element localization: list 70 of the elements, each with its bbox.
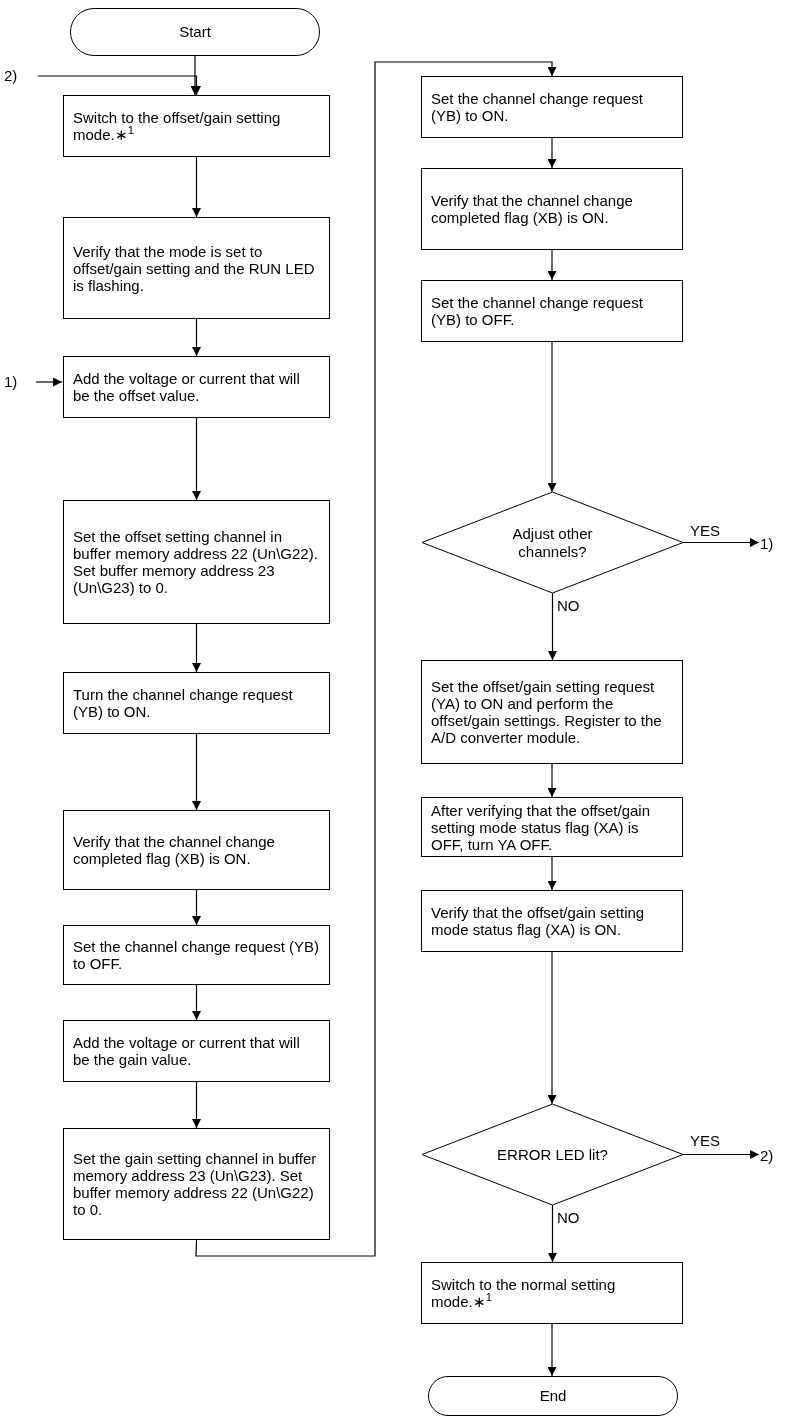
process-box <box>421 76 683 138</box>
arrow <box>547 951 557 1105</box>
arrow <box>192 623 201 673</box>
arrow <box>192 733 201 811</box>
step-text: Add the voltage or current that will be the gain value. <box>73 1034 301 1068</box>
arrow <box>547 763 557 798</box>
process-box <box>421 797 683 857</box>
process-box <box>63 1128 330 1240</box>
edge-label: YES <box>690 1132 720 1150</box>
connector-label: 1) <box>4 372 18 392</box>
connector-label: 1) <box>760 534 774 554</box>
arrow <box>547 341 557 493</box>
arrow <box>548 592 557 661</box>
process-box <box>421 1262 683 1324</box>
arrow <box>192 417 201 501</box>
step-text: Adjust other channels? <box>511 524 594 561</box>
process-box <box>421 660 683 764</box>
arrow <box>547 856 557 891</box>
arrow <box>682 538 760 547</box>
step-text: Set the channel change request (YB) to OFF. <box>73 938 320 972</box>
step-text: Verify that the offset/gain setting mode status flag (XA) is ON. <box>431 904 646 938</box>
arrow <box>192 889 201 926</box>
decision-diamond <box>422 1104 683 1205</box>
edge-label: YES <box>690 522 720 540</box>
edge-label: NO <box>557 597 580 615</box>
step-text: End <box>539 1385 567 1406</box>
arrow <box>192 1081 201 1129</box>
arrow <box>192 156 201 218</box>
step-text: Verify that the mode is set to offset/gain setting and the RUN LED is flashing. <box>73 242 316 294</box>
step-text: Switch to the normal setting mode.∗$^{1}$ <box>431 1276 617 1310</box>
arrow <box>192 984 201 1021</box>
process-box <box>63 1020 330 1082</box>
decision-diamond <box>422 492 683 593</box>
process-box <box>421 168 683 250</box>
step-text: Set the channel change request (YB) to ON. <box>431 90 644 124</box>
arrow <box>682 1150 760 1159</box>
process-box <box>63 925 330 985</box>
arrow <box>37 75 201 96</box>
process-box <box>63 810 330 890</box>
arrow <box>547 137 557 169</box>
step-text: Set the gain setting channel in buffer memory address 23 (Un\G23). Set buffer memory address 22 (Un\G22) to 0. <box>73 1150 318 1218</box>
arrow <box>547 1323 557 1377</box>
step-text: After verifying that the offset/gain setting mode status flag (XA) is OFF, turn YA OFF. <box>431 801 652 853</box>
step-text: Set the channel change request (YB) to OFF. <box>431 294 644 328</box>
connector-label: 2) <box>4 66 18 86</box>
process-box <box>421 280 683 342</box>
step-text: Switch to the offset/gain setting mode.∗$^{1}$ <box>73 109 282 143</box>
terminal-box <box>70 8 320 56</box>
step-text: ERROR LED lit? <box>497 1145 608 1164</box>
arrow <box>192 318 201 357</box>
process-box <box>63 672 330 734</box>
step-text: Start <box>179 21 211 42</box>
step-text: Add the voltage or current that will be the offset value. <box>73 370 301 404</box>
step-text: Verify that the channel change completed flag (XB) is ON. <box>431 192 634 226</box>
step-text: Turn the channel change request (YB) to ON. <box>73 686 294 720</box>
process-box <box>63 95 330 157</box>
step-text: Set the offset setting channel in buffer memory address 22 (Un\G22). Set buffer memory address 23 (Un\G23) to 0. <box>73 528 319 596</box>
step-text: Verify that the channel change completed flag (XB) is ON. <box>73 833 276 867</box>
arrow <box>548 1204 557 1263</box>
process-box <box>421 890 683 952</box>
process-box <box>63 217 330 319</box>
edge-label: NO <box>557 1209 580 1227</box>
arrow <box>35 377 63 387</box>
connector-label: 2) <box>760 1146 774 1166</box>
process-box <box>63 500 330 624</box>
process-box <box>63 356 330 418</box>
arrow <box>195 61 557 1257</box>
arrow <box>547 249 557 281</box>
terminal-box <box>428 1376 678 1416</box>
step-text: Set the offset/gain setting request (YA) to ON and perform the offset/gain settings. Register to the A/D converter module. <box>431 678 663 746</box>
